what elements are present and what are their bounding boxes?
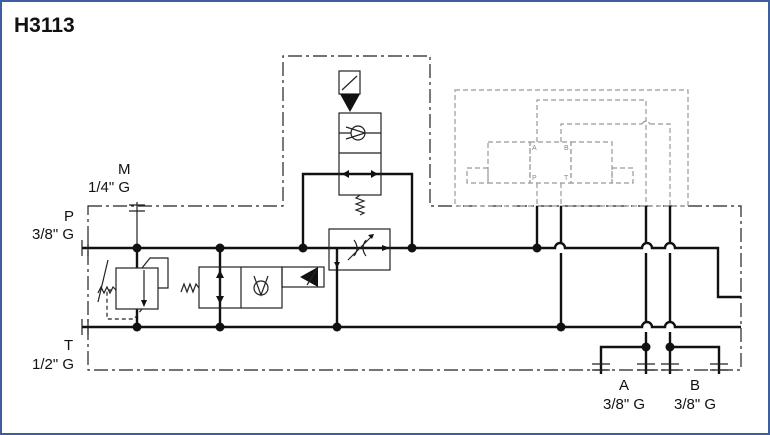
port-b-name: B — [690, 377, 700, 394]
ab-port-lines — [599, 345, 721, 374]
schematic-title: H3113 — [14, 14, 75, 37]
port-p-name: P — [64, 208, 74, 225]
ab-fittings — [592, 363, 728, 371]
directional-valve-pilot: A B P T — [454, 89, 689, 207]
port-p-label: P — [532, 175, 537, 182]
port-a-name: A — [619, 377, 629, 394]
port-p-size: 3/8" G — [32, 226, 74, 243]
gauge-port-m — [129, 202, 145, 248]
port-b-label: B — [564, 145, 569, 152]
manifold-boundary — [87, 55, 742, 371]
port-t-name: T — [64, 337, 73, 354]
tank-line — [82, 320, 741, 329]
flow-control-valve — [328, 228, 391, 327]
relief-valve — [97, 248, 169, 327]
top-solenoid-valve — [301, 70, 414, 248]
port-t-size: 1/2" G — [32, 356, 74, 373]
pressure-line — [82, 241, 741, 299]
junction-dots — [132, 243, 675, 352]
port-b-size: 3/8" G — [674, 396, 716, 413]
solenoid-check-valve — [180, 248, 325, 327]
port-m-label: M — [118, 161, 131, 178]
port-fittings — [81, 240, 89, 335]
port-t-label: T — [564, 175, 569, 182]
port-m-size: 1/4" G — [88, 179, 130, 196]
work-lines — [535, 206, 672, 347]
port-a-size: 3/8" G — [603, 396, 645, 413]
port-a-label: A — [532, 145, 537, 152]
